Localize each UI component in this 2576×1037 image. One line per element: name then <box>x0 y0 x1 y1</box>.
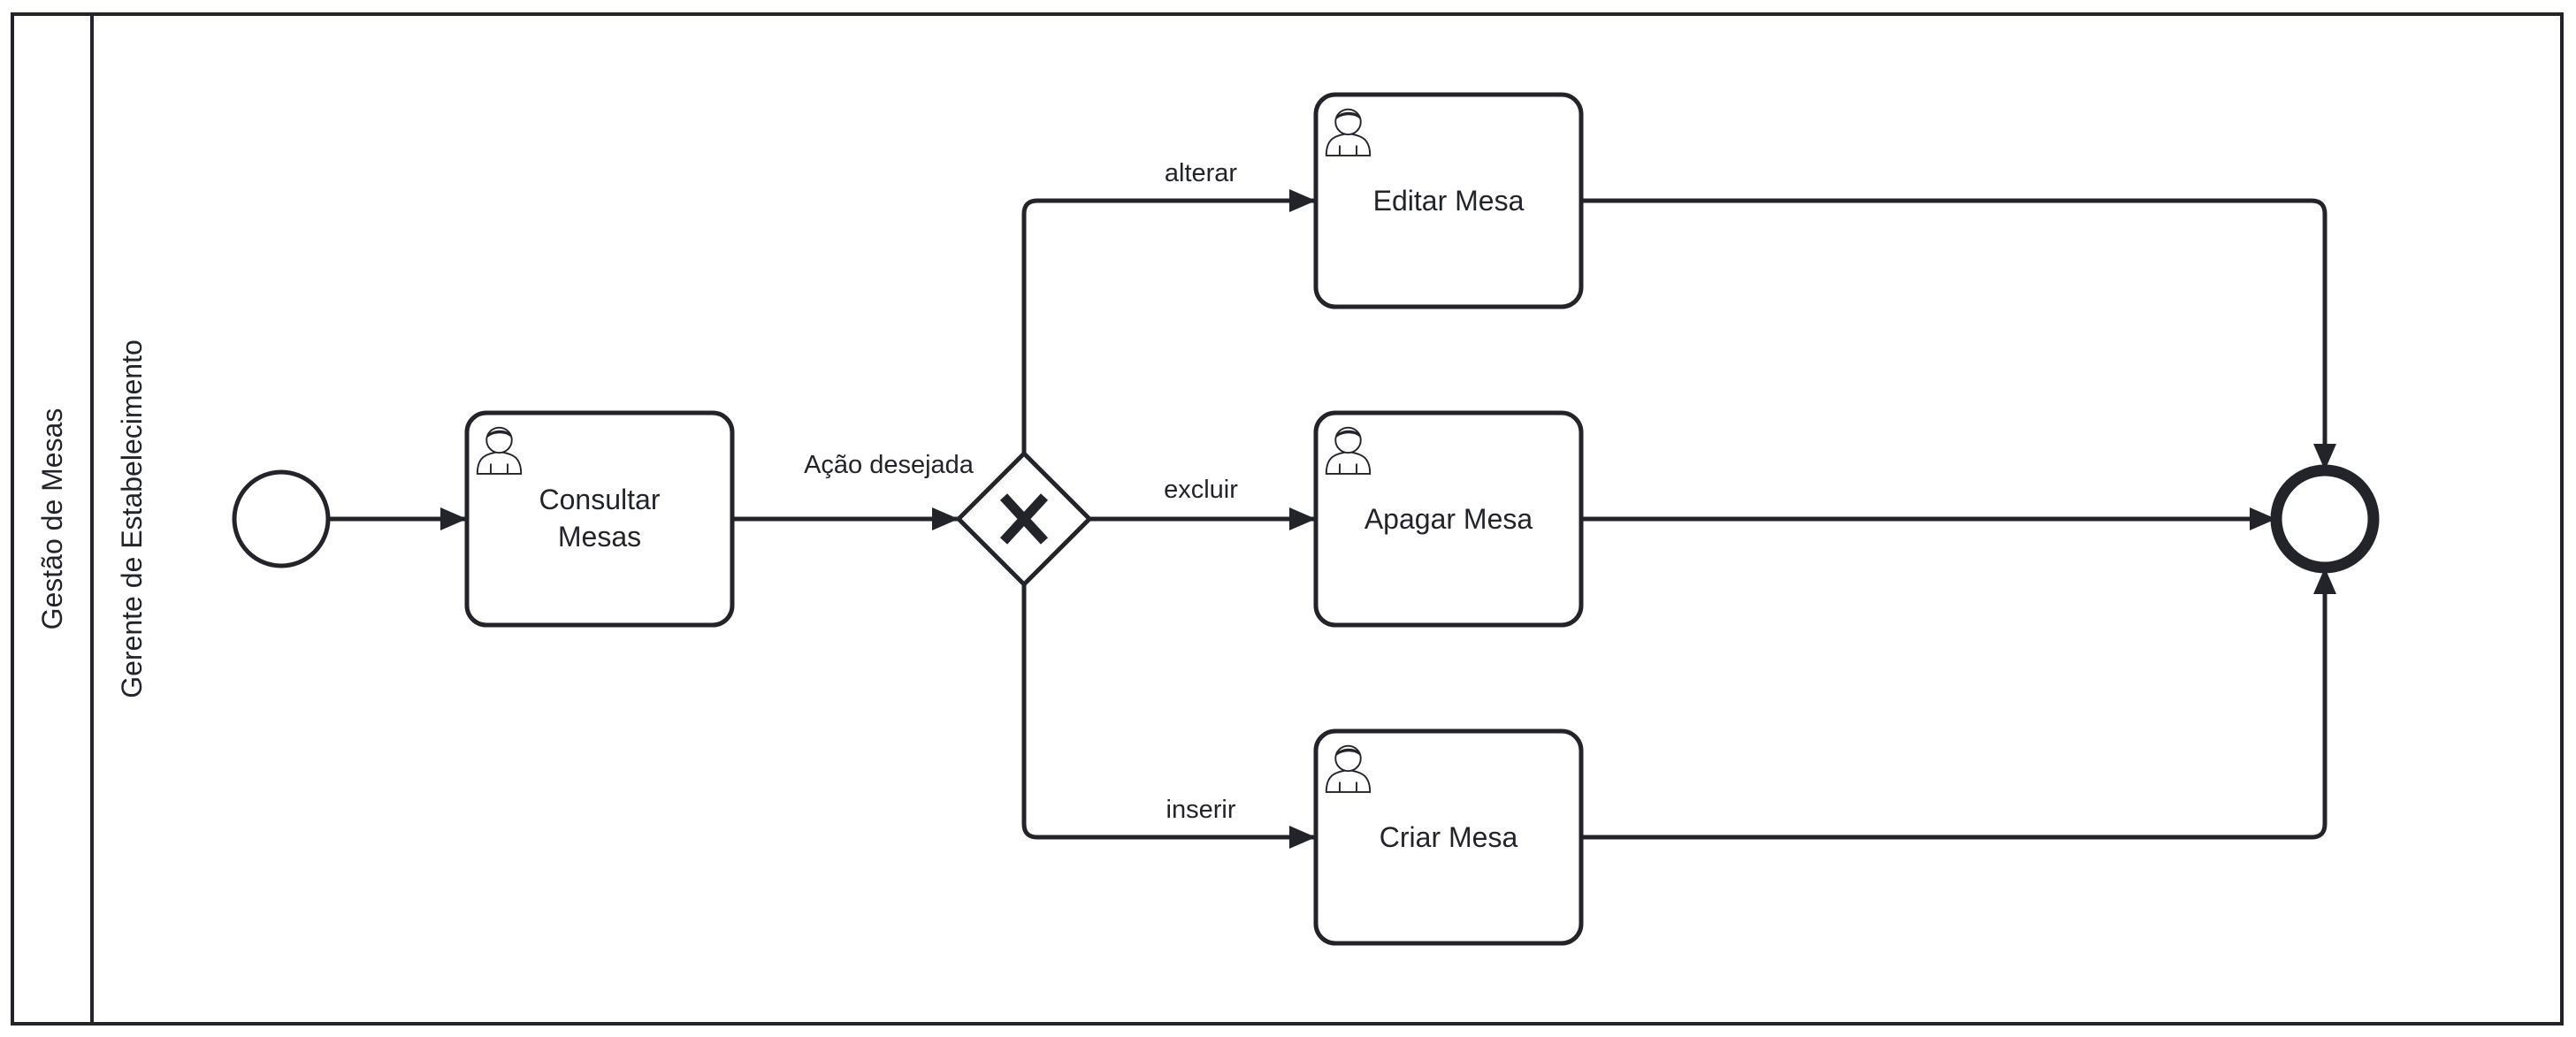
flow-label-alterar: alterar <box>1165 159 1238 187</box>
flow-gateway-to-criar[interactable] <box>1021 584 1316 849</box>
end-event[interactable] <box>2270 464 2380 574</box>
start-event[interactable] <box>232 469 331 568</box>
task-editar-label: Editar Mesa <box>1373 185 1525 217</box>
flow-label-inserir: inserir <box>1166 796 1236 824</box>
gateway-x-icon <box>999 493 1049 545</box>
task-consultar-mesas[interactable]: Consultar Mesas <box>464 410 735 628</box>
flow-editar-to-end[interactable] <box>1581 198 2336 470</box>
pool-label: Gestão de Mesas <box>36 408 68 630</box>
task-apagar-mesa[interactable]: Apagar Mesa <box>1313 410 1584 628</box>
flow-criar-to-end[interactable] <box>1581 568 2336 840</box>
flow-label-acao-desejada: Ação desejada <box>804 451 975 479</box>
task-criar-mesa[interactable]: Criar Mesa <box>1313 728 1584 946</box>
task-editar-mesa[interactable]: Editar Mesa <box>1313 92 1584 309</box>
task-consultar-label-line1: Consultar <box>539 484 661 515</box>
flow-label-excluir: excluir <box>1164 476 1238 504</box>
flow-gateway-to-editar[interactable] <box>1021 189 1316 454</box>
task-apagar-label: Apagar Mesa <box>1364 503 1533 535</box>
exclusive-gateway[interactable] <box>955 450 1093 588</box>
task-consultar-label-line2: Mesas <box>558 521 641 553</box>
task-criar-label: Criar Mesa <box>1380 821 1518 853</box>
lane-label: Gerente de Estabelecimento <box>116 339 148 698</box>
